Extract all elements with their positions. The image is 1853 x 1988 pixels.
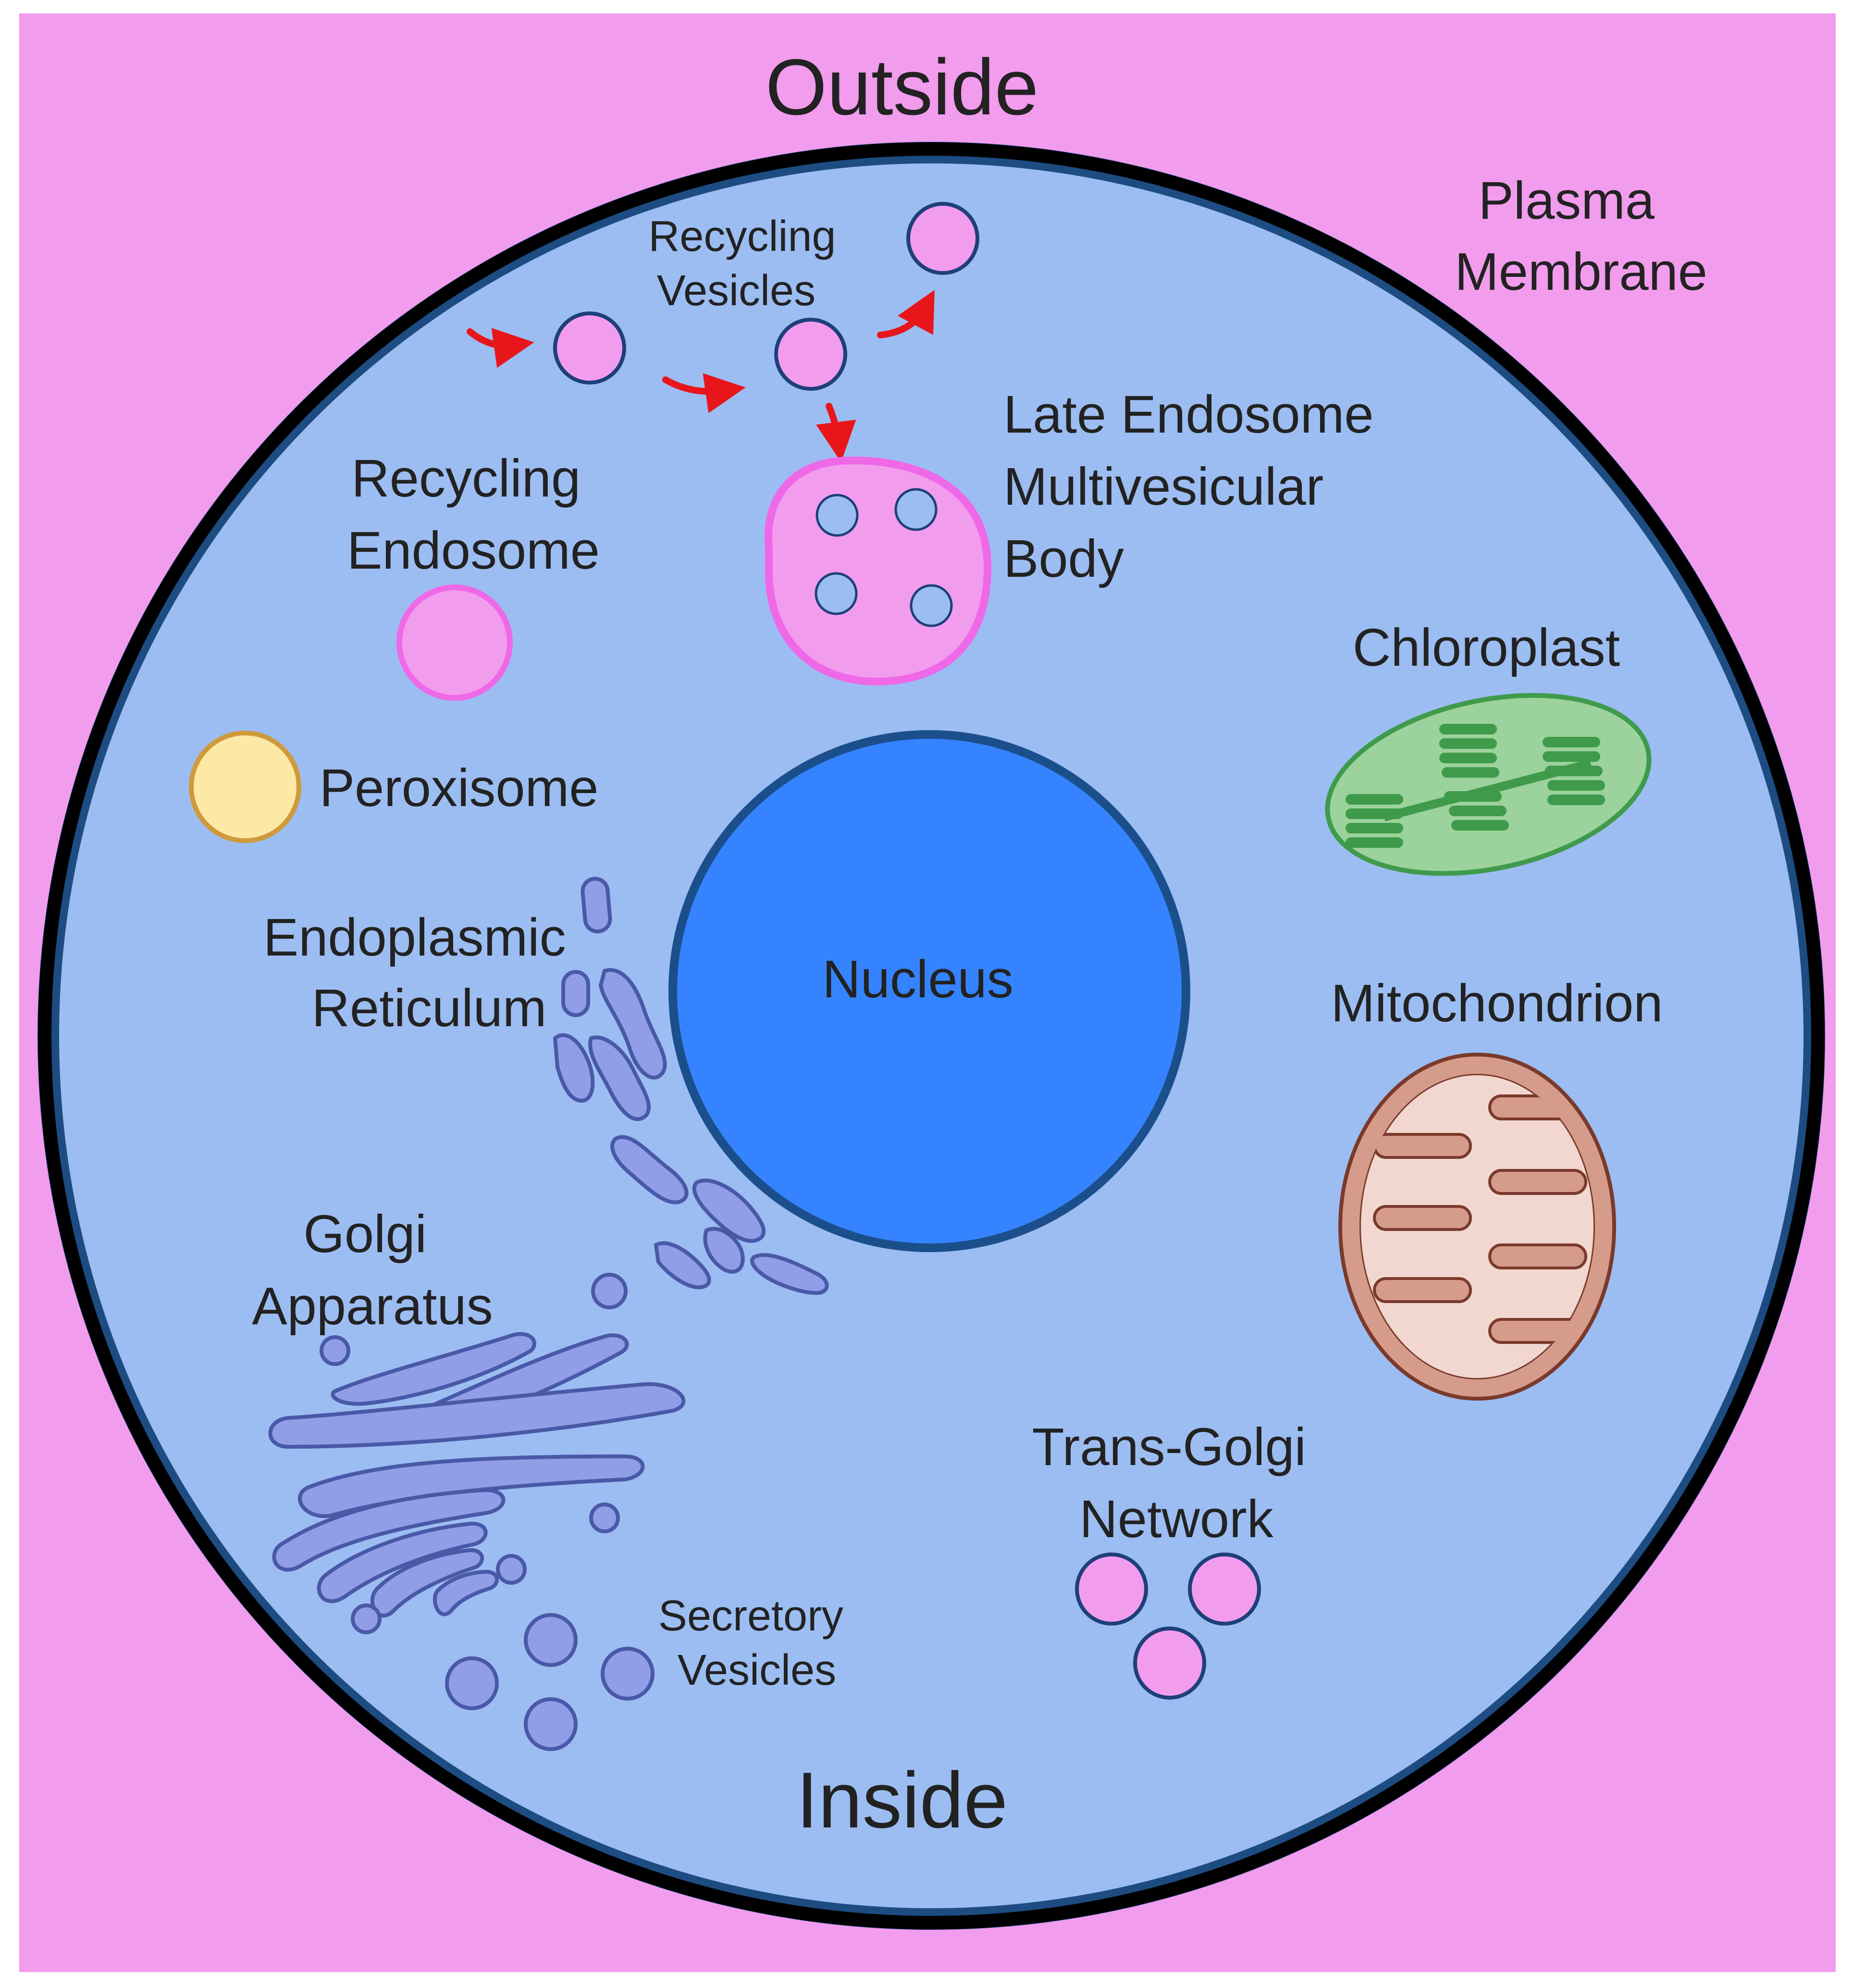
arrow (662, 373, 746, 413)
arrow (877, 290, 935, 338)
secretory-vesicle (601, 1647, 655, 1701)
trans-golgi-vesicles (1075, 1553, 1261, 1700)
inside-label: Inside (796, 1756, 1008, 1844)
endoplasmic-reticulum-label: Endoplasmic Reticulum (263, 908, 581, 1038)
chloroplast (1325, 693, 1652, 876)
intraluminal-vesicle (815, 572, 858, 615)
outside-label: Outside (766, 43, 1039, 131)
nucleus-label: Nucleus (822, 950, 1013, 1009)
late-endosome (764, 456, 992, 686)
recycling-vesicle (774, 318, 847, 391)
nucleus (668, 730, 1190, 1252)
trans-golgi-network-label: Trans-Golgi Network (1032, 1417, 1321, 1549)
recycling-vesicle (906, 202, 979, 275)
transport-arrows (467, 290, 935, 462)
secretory-vesicle (445, 1656, 499, 1710)
recycling-vesicles-label: Recycling Vesicles (648, 212, 848, 315)
recycling-endosome (396, 584, 513, 701)
tgn-vesicle (1075, 1553, 1148, 1626)
plasma-membrane-label: Plasma Membrane (1455, 171, 1707, 301)
mitochondrion-label: Mitochondrion (1331, 974, 1663, 1033)
tgn-vesicle (1133, 1627, 1206, 1700)
late-endosome-label: Late Endosome Multivesicular Body (1003, 385, 1388, 588)
plasma-membrane (38, 142, 1825, 1929)
recycling-vesicles (553, 202, 979, 391)
golgi-apparatus-label: Golgi Apparatus (252, 1205, 493, 1336)
chloroplast-label: Chloroplast (1353, 618, 1620, 677)
secretory-vesicle (524, 1697, 578, 1751)
secretory-vesicles-label: Secretory Vesicles (658, 1592, 855, 1694)
intraluminal-vesicle (910, 584, 953, 627)
mitochondrion (1338, 1053, 1616, 1401)
tgn-vesicle (1188, 1553, 1261, 1626)
intraluminal-vesicle (815, 494, 859, 537)
arrow (467, 328, 534, 368)
peroxisome (189, 731, 301, 843)
peroxisome-label: Peroxisome (320, 758, 599, 818)
endoplasmic-reticulum (553, 877, 829, 1295)
intraluminal-vesicle (894, 488, 938, 531)
recycling-endosome-label: Recycling Endosome (347, 449, 600, 580)
late-endosome-body (764, 456, 992, 686)
secretory-vesicle (524, 1613, 578, 1667)
arrow (816, 403, 856, 462)
secretory-vesicles (445, 1613, 655, 1751)
golgi-apparatus (268, 1273, 686, 1634)
recycling-vesicle (553, 311, 626, 385)
